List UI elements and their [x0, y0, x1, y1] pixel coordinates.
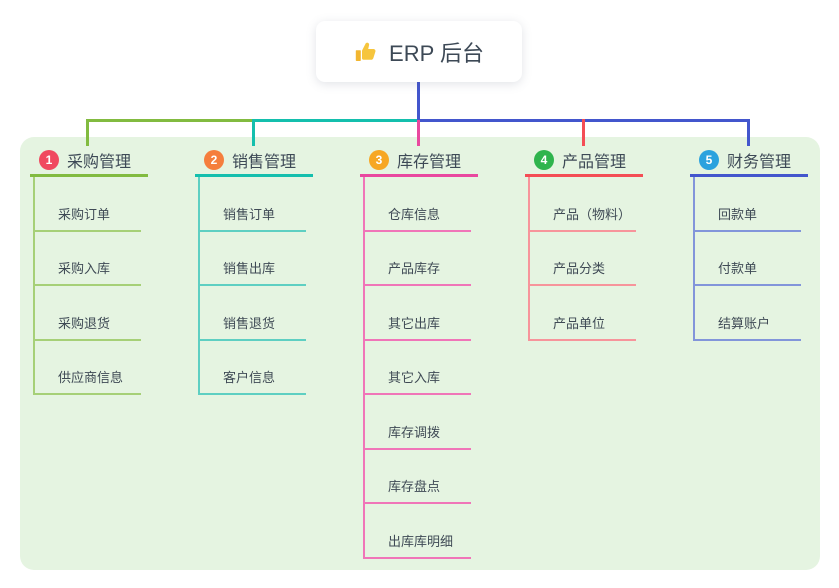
branch-drop-4 [582, 119, 585, 146]
child-item-label: 仓库信息 [388, 206, 441, 222]
root-node[interactable]: ERP 后台 [316, 21, 522, 82]
branch-product: 4 产品管理 产品（物料） 产品分类产品单位 [525, 146, 643, 341]
child-item[interactable]: 仓库信息 [365, 177, 471, 232]
branch-drop-1 [86, 119, 89, 146]
branch-label: 产品管理 [562, 154, 627, 171]
child-item-label: 客户信息 [223, 370, 276, 385]
child-item-label: 付款单 [718, 261, 758, 276]
child-item-label: 产品库存 [388, 261, 441, 276]
child-item-label: 采购退货 [58, 315, 111, 331]
branch-children: 仓库信息产品库存其它出库其它入库库存调拨库存盘点出库库明细 [363, 177, 471, 559]
branch-label: 采购管理 [67, 154, 132, 171]
child-item[interactable]: 其它入库 [365, 341, 471, 395]
branch-drop-3 [417, 120, 420, 146]
child-item-label: 产品（物料） [553, 206, 632, 222]
branch-drop-5 [747, 119, 750, 146]
badge-1-icon: 1 [39, 150, 59, 170]
child-item[interactable]: 产品分类 [530, 232, 636, 286]
child-item-label: 销售订单 [223, 206, 276, 222]
child-item[interactable]: 采购退货 [35, 286, 141, 341]
child-item-label: 库存盘点 [388, 479, 441, 494]
child-item-label: 采购入库 [58, 261, 111, 276]
child-item-label: 其它出库 [388, 315, 441, 331]
bus-segment-green [86, 119, 254, 122]
child-item-label: 结算账户 [718, 315, 771, 331]
child-item-label: 产品分类 [553, 261, 606, 276]
child-item[interactable]: 销售退货 [200, 286, 306, 341]
child-item-label: 销售退货 [223, 315, 276, 331]
branch-header[interactable]: 4 产品管理 [525, 146, 643, 177]
child-item-label: 销售出库 [223, 261, 276, 276]
child-item[interactable]: 库存调拨 [365, 395, 471, 450]
branch-children: 销售订单销售出库销售退货客户信息 [198, 177, 306, 395]
child-item-label: 出库库明细 [388, 533, 454, 549]
branch-children: 产品（物料） 产品分类产品单位 [528, 177, 636, 341]
child-item-label: 采购订单 [58, 206, 111, 222]
child-item[interactable]: 供应商信息 [35, 341, 141, 395]
child-item[interactable]: 库存盘点 [365, 450, 471, 504]
root-label: ERP 后台 [389, 40, 484, 66]
child-item-label: 库存调拨 [388, 424, 441, 440]
child-item[interactable]: 销售出库 [200, 232, 306, 286]
child-item[interactable]: 回款单 [695, 177, 801, 232]
child-item[interactable]: 出库库明细 [365, 504, 471, 559]
child-item[interactable]: 其它出库 [365, 286, 471, 341]
child-item-label: 供应商信息 [58, 370, 124, 385]
branch-drop-2 [252, 119, 255, 146]
root-drop-line [417, 82, 420, 120]
child-item[interactable]: 付款单 [695, 232, 801, 286]
badge-4-icon: 4 [534, 150, 554, 170]
child-item[interactable]: 结算账户 [695, 286, 801, 341]
branch-children: 采购订单采购入库采购退货供应商信息 [33, 177, 141, 395]
badge-3-icon: 3 [369, 150, 389, 170]
branch-label: 销售管理 [232, 154, 297, 171]
child-item[interactable]: 产品（物料） [530, 177, 636, 232]
branch-header[interactable]: 2 销售管理 [195, 146, 313, 177]
branch-label: 库存管理 [397, 154, 462, 171]
child-item-label: 其它入库 [388, 370, 441, 385]
branch-inventory: 3 库存管理 仓库信息产品库存其它出库其它入库库存调拨库存盘点出库库明细 [360, 146, 478, 559]
child-item[interactable]: 采购入库 [35, 232, 141, 286]
branches-panel [20, 137, 820, 570]
badge-5-icon: 5 [699, 150, 719, 170]
branch-header[interactable]: 1 采购管理 [30, 146, 148, 177]
branch-purchase: 1 采购管理 采购订单采购入库采购退货供应商信息 [30, 146, 148, 395]
branch-label: 财务管理 [727, 154, 792, 171]
child-item-label: 回款单 [718, 206, 758, 222]
child-item-label: 产品单位 [553, 315, 606, 331]
child-item[interactable]: 采购订单 [35, 177, 141, 232]
branch-sales: 2 销售管理 销售订单销售出库销售退货客户信息 [195, 146, 313, 395]
badge-2-icon: 2 [204, 150, 224, 170]
bus-segment-teal [252, 119, 418, 122]
child-item[interactable]: 客户信息 [200, 341, 306, 395]
thumbs-up-icon [354, 40, 378, 64]
branch-children: 回款单付款单结算账户 [693, 177, 801, 341]
branch-finance: 5 财务管理 回款单付款单结算账户 [690, 146, 808, 341]
branch-header[interactable]: 5 财务管理 [690, 146, 808, 177]
child-item[interactable]: 销售订单 [200, 177, 306, 232]
child-item[interactable]: 产品库存 [365, 232, 471, 286]
child-item[interactable]: 产品单位 [530, 286, 636, 341]
branch-header[interactable]: 3 库存管理 [360, 146, 478, 177]
